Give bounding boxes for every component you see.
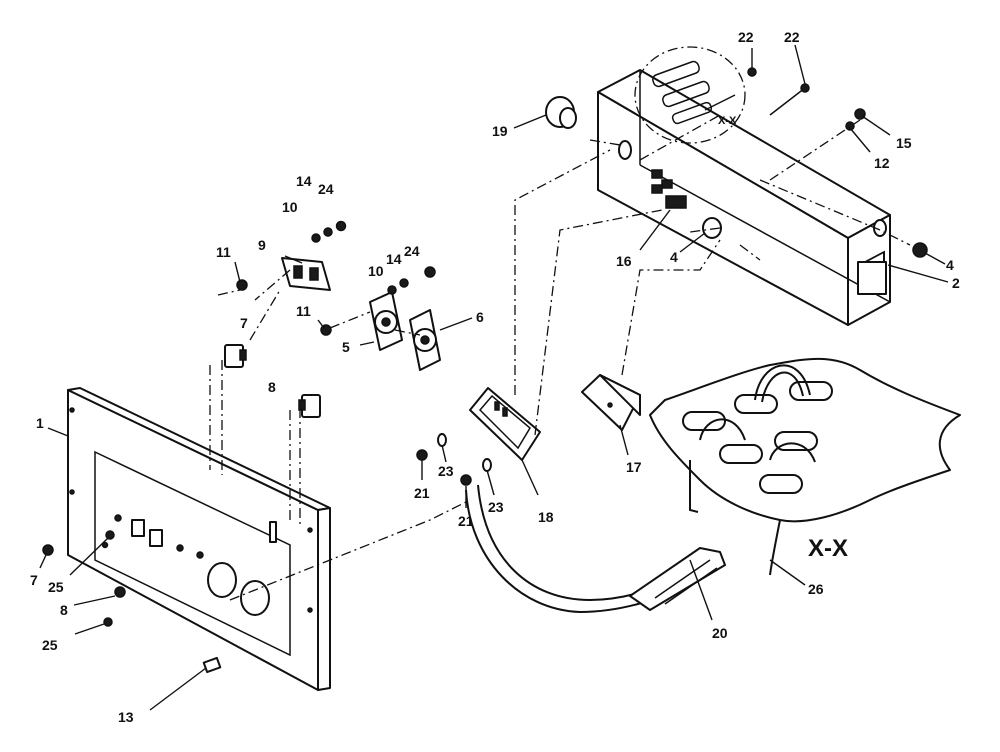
callout-23-left: 23 bbox=[438, 463, 454, 479]
callout-22-right: 22 bbox=[784, 29, 800, 45]
screw-21-right bbox=[460, 474, 472, 486]
receptacle-9 bbox=[281, 257, 331, 291]
screw-22-right bbox=[769, 83, 810, 116]
callout-21-right: 21 bbox=[458, 513, 474, 529]
callout-1: 1 bbox=[36, 415, 44, 431]
callout-20: 20 bbox=[712, 625, 728, 641]
callout-4-right: 4 bbox=[946, 257, 954, 273]
callout-14-upper: 14 bbox=[296, 173, 312, 189]
callout-4-left: 4 bbox=[670, 249, 678, 265]
section-label-xx: X-X bbox=[808, 535, 848, 562]
control-panel bbox=[67, 387, 331, 691]
callout-12: 12 bbox=[874, 155, 890, 171]
callout-21-left: 21 bbox=[414, 485, 430, 501]
screw-22-left bbox=[747, 67, 757, 77]
grommet-4-left bbox=[702, 217, 722, 239]
switch-7 bbox=[224, 344, 247, 368]
callout-2: 2 bbox=[952, 275, 960, 291]
fastener-7 bbox=[42, 544, 54, 556]
screw-21-left bbox=[416, 449, 428, 461]
washer-10-lower bbox=[387, 285, 397, 295]
callout-15: 15 bbox=[896, 135, 912, 151]
detail-label-xx: X-X bbox=[718, 115, 737, 127]
clip-12 bbox=[845, 121, 855, 131]
bushing-13 bbox=[202, 656, 222, 674]
lamp-19 bbox=[545, 96, 577, 129]
receptacle-5 bbox=[369, 291, 403, 351]
cover-plate-18 bbox=[469, 387, 541, 461]
callout-25-upper: 25 bbox=[48, 579, 64, 595]
callout-17: 17 bbox=[626, 459, 642, 475]
section-detail-circle bbox=[634, 46, 746, 144]
callout-18: 18 bbox=[538, 509, 554, 525]
cord-20 bbox=[465, 484, 726, 614]
callout-16: 16 bbox=[616, 253, 632, 269]
callout-13: 13 bbox=[118, 709, 134, 725]
callout-7-upper: 7 bbox=[240, 315, 248, 331]
washer-23-left bbox=[437, 433, 447, 447]
callout-22-left: 22 bbox=[738, 29, 754, 45]
nut-11-upper bbox=[236, 279, 248, 291]
callout-19: 19 bbox=[492, 123, 508, 139]
assembly-lines bbox=[209, 114, 911, 601]
callout-10-upper: 10 bbox=[282, 199, 298, 215]
callout-7-lower: 7 bbox=[30, 572, 38, 588]
grommet-4-right bbox=[912, 242, 928, 258]
callout-9: 9 bbox=[258, 237, 266, 253]
leader-lines bbox=[39, 44, 949, 711]
callout-10-lower: 10 bbox=[368, 263, 384, 279]
callout-11-lower: 11 bbox=[296, 303, 311, 319]
callout-24-upper: 24 bbox=[318, 181, 334, 197]
receptacle-6 bbox=[409, 309, 441, 371]
nut-24-lower bbox=[424, 266, 436, 278]
screw-25-lower bbox=[103, 617, 113, 627]
callout-24-lower: 24 bbox=[404, 243, 420, 259]
callout-8-lower: 8 bbox=[60, 602, 68, 618]
nut-24-upper bbox=[335, 220, 347, 232]
section-view-xx bbox=[649, 357, 961, 576]
screw-25-upper bbox=[105, 530, 115, 540]
callout-14-lower: 14 bbox=[386, 251, 402, 267]
washer-14-upper bbox=[323, 227, 333, 237]
washer-10-upper bbox=[311, 233, 321, 243]
control-box bbox=[597, 69, 891, 326]
washer-14-lower bbox=[399, 278, 409, 288]
callout-23-right: 23 bbox=[488, 499, 504, 515]
washer-23-right bbox=[482, 458, 492, 472]
callout-11-upper: 11 bbox=[216, 244, 231, 260]
module-17 bbox=[581, 374, 641, 431]
callout-8-upper: 8 bbox=[268, 379, 276, 395]
switch-8 bbox=[298, 394, 321, 418]
callout-26: 26 bbox=[808, 581, 824, 597]
callout-6: 6 bbox=[476, 309, 484, 325]
callout-labels: 1 2 4 4 5 6 7 7 8 8 9 10 10 11 11 12 13 … bbox=[30, 29, 960, 725]
connector-16 bbox=[665, 195, 687, 209]
callout-5: 5 bbox=[342, 339, 350, 355]
fastener-8 bbox=[114, 586, 126, 598]
callout-25-lower: 25 bbox=[42, 637, 58, 653]
